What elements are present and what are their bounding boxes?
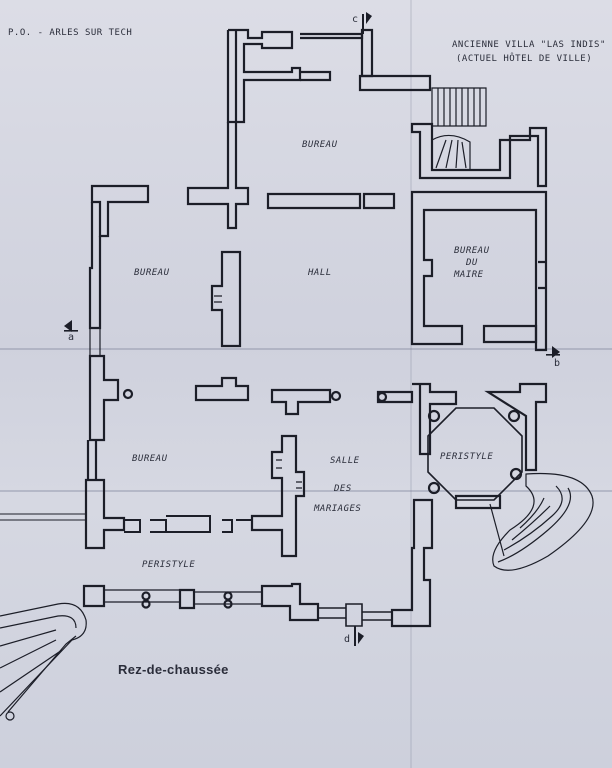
wall-top-thin [300,32,364,40]
wall-peristyle-front-right [260,582,320,622]
wall-top-lower [186,150,250,230]
pier-salle [250,434,306,558]
column-peristyle-tl [427,409,441,423]
wall-peristyle-right-top [484,382,548,472]
wall-left-lower [86,440,98,480]
column-front-1 [141,591,151,601]
wall-hall-top-right [362,192,396,210]
room-bureau-maire-3: MAIRE [454,270,484,280]
building-subtitle: (ACTUEL HÔTEL DE VILLE) [456,54,593,64]
wall-left-top [90,184,150,238]
paper-fold-horizontal [0,348,612,350]
room-bureau-bottom: BUREAU [132,454,168,464]
wall-front-window [318,603,363,627]
wall-maire-window [538,260,546,290]
section-c-label: c [352,14,359,25]
column-peristyle-bl [427,481,441,495]
room-bureau-maire-1: BUREAU [454,246,490,256]
location-label: P.O. - ARLES SUR TECH [8,28,133,38]
floor-title: Rez-de-chaussée [118,662,229,677]
wall-left-outer [88,202,102,330]
wall-hall-top [266,192,362,210]
section-markers [64,12,560,646]
wall-top-window [226,122,238,150]
column-right-mid [376,391,388,403]
pier-hall-left-detail [214,295,222,303]
section-a-label: a [68,332,75,343]
room-peristyle-bottom: PERISTYLE [142,560,196,570]
pier-hall-left [210,250,242,348]
wall-top-right-post [360,28,374,78]
room-salle-1: SALLE [330,456,360,466]
column-peristyle-br [509,467,523,481]
staircase-top [431,87,487,171]
wall-peristyle-front-2 [193,591,263,605]
room-salle-3: MARIAGES [314,504,362,514]
wall-maire-room [410,190,548,352]
wall-right-upper [412,382,458,456]
wall-left-entry [0,513,86,521]
room-hall: HALL [308,268,332,278]
wall-peristyle-front-pier [178,588,196,610]
section-d-label: d [344,634,351,645]
wall-top-wing [228,28,302,124]
column-front-2b [223,599,233,609]
column-peristyle-tr [507,409,521,423]
wall-middle-left [194,376,250,402]
column-center-mid [330,390,342,402]
stairs-bottom-left [0,602,87,721]
column-front-2 [223,591,233,601]
peristyle-octagon [427,407,523,501]
wall-top-right [358,74,432,92]
room-bureau-maire-2: DU [466,258,478,268]
wall-middle-center [270,388,332,416]
section-b-arrow [552,346,560,358]
building-name: ANCIENNE VILLA "LAS INDIS" [452,40,606,50]
wall-peristyle-bottom [454,494,502,510]
room-salle-2: DES [334,484,352,494]
stairs-bottom-right [489,472,594,571]
wall-stair-box [410,122,548,188]
wall-right-lower [390,498,434,628]
room-bureau-left: BUREAU [134,268,170,278]
wall-left-mid [88,354,120,442]
column-left-mid [122,388,134,400]
column-front-1b [141,599,151,609]
wall-top-left-column [226,30,236,124]
wall-lower-window-row [124,515,252,533]
room-peristyle-right: PERISTYLE [440,452,494,462]
section-a-arrow [64,320,72,332]
wall-top-passage [300,70,332,82]
wall-peristyle-front-left [82,584,106,608]
wall-left-bottom [84,478,126,550]
wall-left-window-a [89,328,101,356]
section-d-arrow [358,632,364,644]
pier-salle-detail [276,459,302,489]
section-b-label: b [554,358,561,369]
wall-front-right [362,611,393,621]
room-bureau-top: BUREAU [302,140,338,150]
paper-fold-vertical [410,0,412,768]
wall-maire-inner [482,324,538,344]
section-c-arrow [366,12,372,24]
paper-fold-horizontal-lower [0,490,612,492]
